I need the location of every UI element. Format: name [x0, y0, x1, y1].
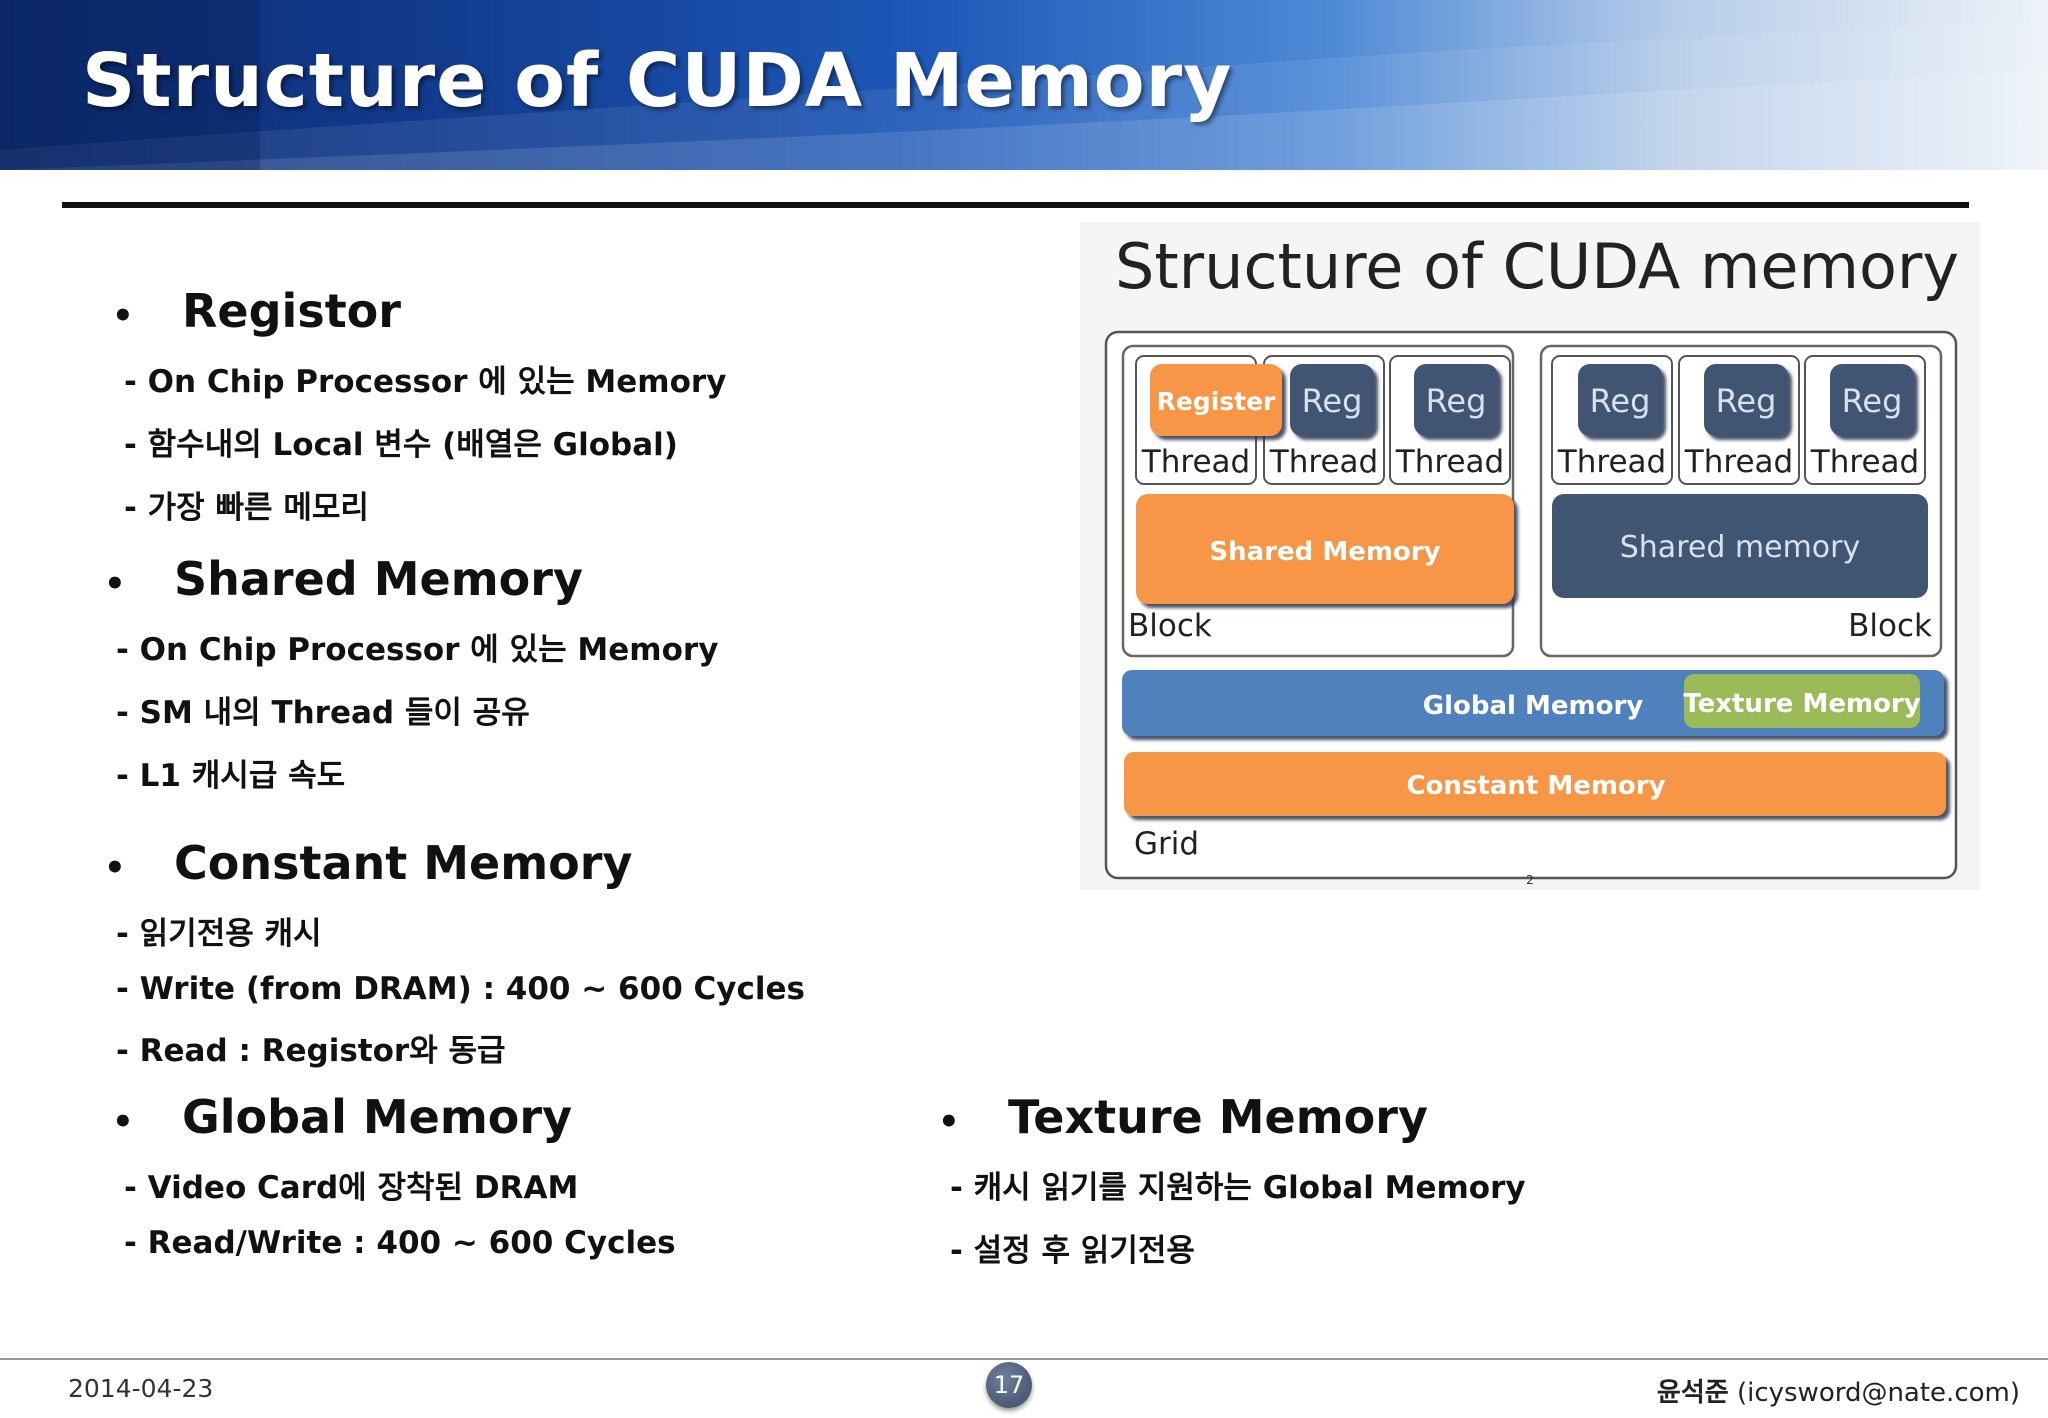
list-item: - 함수내의 Local 변수 (배열은 Global) — [124, 427, 678, 463]
header-decoration — [0, 0, 2048, 170]
list-item: - SM 내의 Thread 들이 공유 — [116, 695, 530, 731]
author-name: 윤석준 — [1656, 1378, 1729, 1408]
section-constant-memory: • Constant Memory - 읽기전용 캐시 - Write (fro… — [104, 836, 805, 1070]
thread-label: Thread — [1557, 444, 1666, 480]
bullet-icon: • — [112, 1102, 134, 1142]
thread-label: Thread — [1810, 444, 1919, 480]
thread-label: Thread — [1684, 444, 1793, 480]
texture-memory-label: Texture Memory — [1683, 689, 1920, 719]
cuda-memory-diagram: Structure of CUDA memory Register Reg Re… — [1080, 222, 1980, 890]
register-label: Register — [1157, 387, 1276, 416]
reg-label: Reg — [1426, 382, 1487, 420]
global-memory-label: Global Memory — [1423, 691, 1644, 721]
section-title: Global Memory — [182, 1090, 573, 1144]
diagram-title: Structure of CUDA memory — [1115, 230, 1959, 303]
block-label: Block — [1128, 608, 1212, 644]
footer-author: 윤석준 (icysword@nate.com) — [1657, 1372, 2020, 1409]
section-global-memory: • Global Memory - Video Card에 장착된 DRAM -… — [112, 1090, 676, 1261]
diagram-canvas: Structure of CUDA memory Register Reg Re… — [1104, 230, 1959, 887]
bullet-icon: • — [112, 296, 134, 336]
diagram-page-mark: 2 — [1526, 873, 1534, 887]
list-item: - 가장 빠른 메모리 — [124, 490, 369, 526]
bullet-icon: • — [104, 564, 126, 604]
section-title: Registor — [182, 284, 401, 338]
shared-memory-right-label: Shared memory — [1620, 530, 1861, 565]
block-label: Block — [1848, 608, 1932, 644]
author-email: (icysword@nate.com) — [1736, 1378, 2020, 1408]
register-box — [1150, 364, 1282, 436]
section-texture-memory: • Texture Memory - 캐시 읽기를 지원하는 Global Me… — [938, 1090, 1526, 1270]
page-number-badge: 17 — [986, 1362, 1032, 1408]
list-item: - L1 캐시급 속도 — [116, 758, 346, 794]
shared-memory-left — [1136, 494, 1514, 604]
title-divider — [62, 202, 1969, 208]
reg-label: Reg — [1590, 382, 1651, 420]
bullet-icon: • — [104, 848, 126, 888]
constant-memory-bar — [1124, 752, 1946, 816]
list-item: - Write (from DRAM) : 400 ~ 600 Cycles — [116, 971, 805, 1007]
constant-memory-label: Constant Memory — [1406, 771, 1665, 801]
list-item: - 캐시 읽기를 지원하는 Global Memory — [950, 1170, 1526, 1206]
thread-label: Thread — [1141, 444, 1250, 480]
reg-label: Reg — [1302, 382, 1363, 420]
reg-box — [1578, 364, 1662, 436]
reg-box — [1704, 364, 1788, 436]
list-item: - Read/Write : 400 ~ 600 Cycles — [124, 1225, 676, 1261]
grid-label: Grid — [1134, 826, 1199, 862]
reg-label: Reg — [1842, 382, 1903, 420]
list-item: - 설정 후 읽기전용 — [950, 1233, 1195, 1269]
thread-label: Thread — [1269, 444, 1378, 480]
list-item: - Video Card에 장착된 DRAM — [124, 1170, 579, 1206]
footer-divider — [0, 1358, 2048, 1360]
reg-label: Reg — [1716, 382, 1777, 420]
list-item: - On Chip Processor 에 있는 Memory — [116, 632, 719, 668]
reg-box — [1414, 364, 1498, 436]
footer-date: 2014-04-23 — [68, 1374, 214, 1403]
section-title: Constant Memory — [174, 836, 633, 890]
list-item: - On Chip Processor 에 있는 Memory — [124, 364, 727, 400]
section-shared-memory: • Shared Memory - On Chip Processor 에 있는… — [104, 552, 718, 795]
thread-label: Thread — [1395, 444, 1504, 480]
section-title: Shared Memory — [174, 552, 583, 606]
slide-title: Structure of CUDA Memory — [82, 38, 1233, 124]
shared-memory-left-label: Shared Memory — [1209, 537, 1440, 567]
bullet-icon: • — [938, 1102, 960, 1142]
list-item: - 읽기전용 캐시 — [116, 916, 322, 952]
shared-memory-right — [1552, 494, 1928, 598]
header-banner: Structure of CUDA Memory — [0, 0, 2048, 170]
section-registor: • Registor - On Chip Processor 에 있는 Memo… — [112, 284, 726, 527]
reg-box — [1830, 364, 1914, 436]
reg-box — [1290, 364, 1374, 436]
texture-memory-box — [1684, 674, 1920, 728]
section-title: Texture Memory — [1008, 1090, 1428, 1144]
list-item: - Read : Registor와 동급 — [116, 1033, 506, 1069]
